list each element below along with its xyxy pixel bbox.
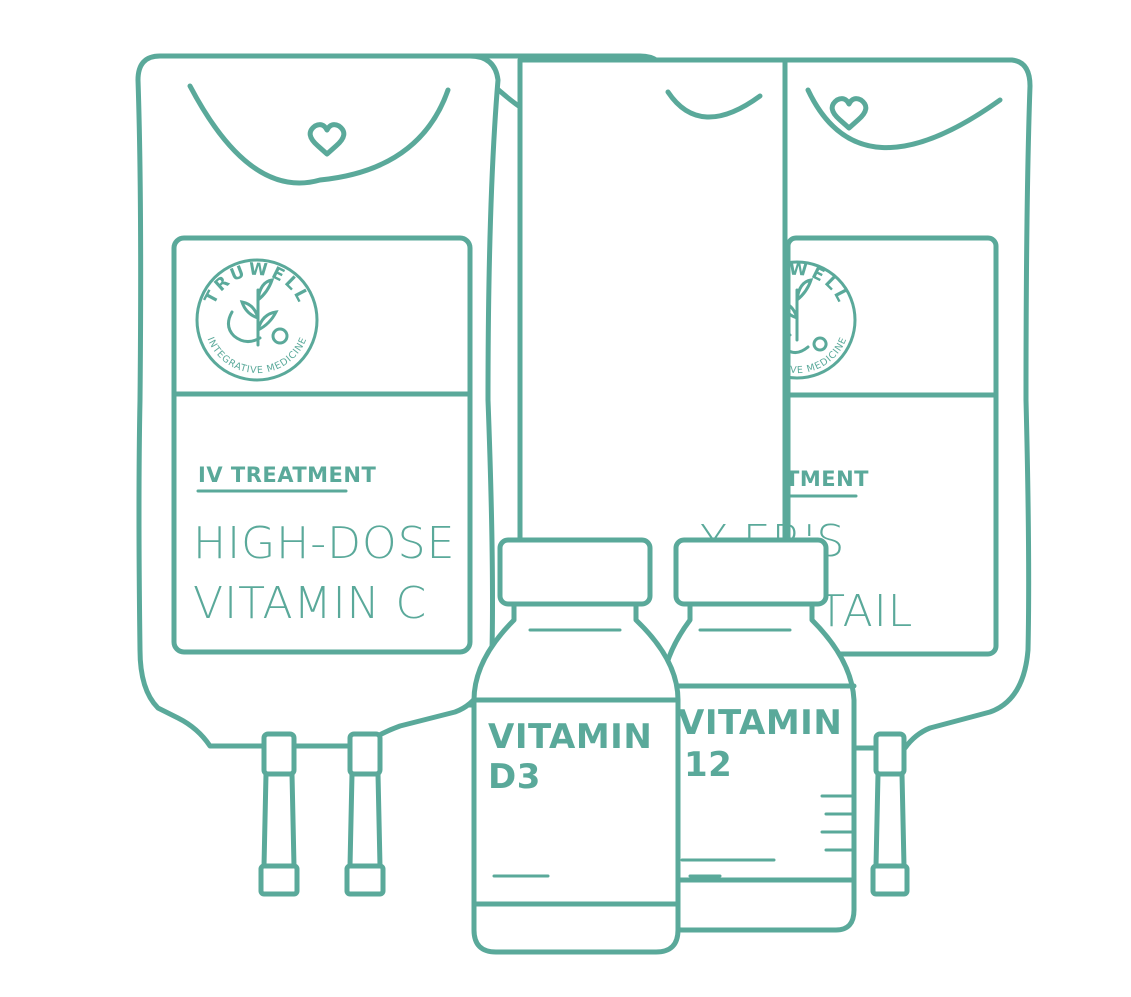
iv-tag-left: IV TREATMENT [198,463,376,487]
iv-port-2 [344,731,386,897]
vial-d3: VITAMIN D3 [471,537,681,955]
vial-d3-line2: D3 [488,757,541,797]
iv-port-right [873,731,907,777]
stethoscope-icon [227,310,289,345]
leaf-icon [239,278,279,347]
heart-icon [829,96,869,131]
iv-tag-right: TMENT [785,467,869,491]
vial-b12-line2: 12 [684,745,732,785]
iv-bag-right: TRUWELL INTEGRATIVE MEDICINE TMENT Y ER'… [700,57,1033,897]
iv-title-left-line2: VITAMIN C [193,578,427,629]
heart-icon [307,122,347,157]
stethoscope-icon [786,333,828,354]
vial-cap [497,537,653,607]
iv-port-1 [258,731,300,897]
iv-bag-front-left: TRUWELL INTEGRATIVE MEDICINE IV TREATMEN… [135,53,501,897]
vial-cap [673,537,829,607]
label-panel-right [785,235,999,657]
iv-title-left-line1: HIGH-DOSE [193,518,455,569]
leaf-icon [786,278,814,342]
vial-b12-line1: VITAMIN [678,703,842,743]
vial-b12: VITAMIN 12 [659,537,857,933]
measure-marks [820,794,854,852]
vial-d3-line1: VITAMIN [488,717,652,757]
